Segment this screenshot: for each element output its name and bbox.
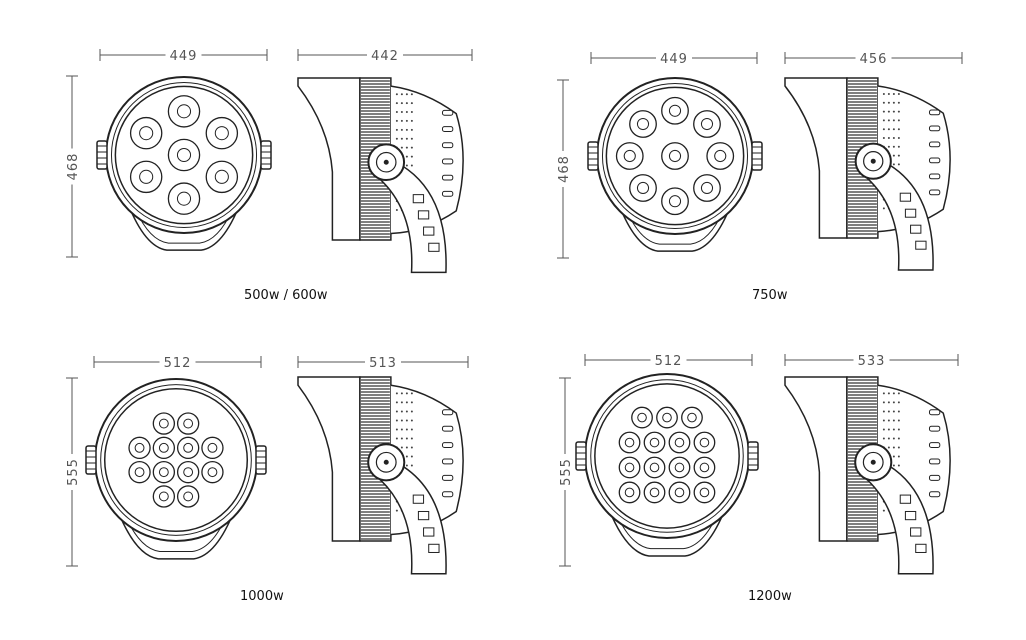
side-view-3 [297, 376, 464, 575]
dim-front-width-2: 449 [590, 52, 758, 67]
front-view-1-led [167, 95, 201, 128]
front-view-4-led [693, 456, 716, 479]
front-view-2-led [629, 110, 657, 138]
side-view-4 [784, 376, 951, 575]
front-view-3-led [128, 436, 151, 460]
front-view-1 [96, 76, 272, 251]
dim-front-width-4-label: 512 [655, 354, 683, 369]
side-view-1-hood [297, 77, 361, 241]
front-view-1-led [167, 182, 201, 215]
front-view-3-led [128, 460, 151, 484]
caption-panel-4: 1200w [748, 589, 792, 604]
dim-height-4-label: 555 [559, 458, 574, 486]
front-view-4 [575, 373, 759, 557]
dim-height-2: 468 [557, 79, 572, 259]
dim-height-3-label: 555 [66, 458, 81, 486]
front-view-3-led [152, 460, 176, 484]
front-view-4-right-knob [747, 441, 759, 471]
front-view-3-left-knob [85, 445, 97, 475]
dim-height-2-label: 468 [557, 155, 572, 183]
front-view-1-led [129, 116, 163, 150]
front-view-4-led [618, 431, 641, 454]
front-view-2-right-knob [751, 141, 763, 171]
front-view-1-led [167, 138, 201, 172]
front-view-4-led [631, 406, 653, 429]
front-view-2-led [615, 142, 644, 170]
dim-front-width-4: 512 [584, 354, 753, 369]
front-view-1-led [129, 160, 163, 194]
dim-side-width-1: 442 [297, 49, 473, 64]
front-view-1-yoke [127, 203, 241, 251]
front-view-4-housing [584, 373, 750, 539]
dim-height-1: 468 [66, 75, 81, 258]
front-view-3-led [201, 460, 224, 484]
front-view-2-led [661, 187, 689, 216]
front-view-4-led [643, 481, 666, 504]
front-view-2-led [661, 96, 689, 125]
front-view-4-led [693, 431, 716, 454]
front-view-2-left-knob [587, 141, 599, 171]
front-view-3-led [152, 436, 176, 460]
front-view-2-led [693, 110, 721, 138]
front-view-2-led [629, 174, 657, 202]
front-view-3-led [176, 485, 200, 508]
front-view-3-yoke [116, 509, 236, 560]
dim-front-width-1-label: 449 [170, 49, 198, 64]
front-view-4-led [668, 481, 691, 504]
front-view-4-led [618, 481, 641, 504]
front-view-1-right-knob [260, 140, 272, 170]
front-view-4-led [693, 481, 716, 504]
front-view-3-housing [94, 378, 258, 542]
side-view-1 [297, 77, 464, 274]
front-view-2-led [706, 142, 735, 170]
front-view-4-yoke [607, 506, 727, 557]
front-view-2-led [693, 174, 721, 202]
front-view-4-left-knob [575, 441, 587, 471]
dim-side-width-3-label: 513 [369, 356, 397, 371]
side-view-2-hood [784, 77, 848, 239]
dim-side-width-4-label: 533 [858, 354, 886, 369]
side-view-4-hood [784, 376, 848, 542]
dim-front-width-3: 512 [93, 356, 262, 371]
dim-side-width-4: 533 [784, 354, 959, 369]
front-view-3-led [201, 436, 224, 460]
front-view-4-led [668, 456, 691, 479]
front-view-3-right-knob [255, 445, 267, 475]
front-view-4-led [668, 431, 691, 454]
dim-height-3: 555 [66, 377, 81, 567]
front-view-3 [85, 378, 267, 560]
dim-side-width-3: 513 [297, 356, 469, 371]
side-view-2 [784, 77, 951, 271]
dim-front-width-3-label: 512 [164, 356, 192, 371]
front-view-3-led [176, 460, 200, 484]
front-view-1-led [205, 116, 239, 150]
front-view-3-led [152, 412, 176, 435]
front-view-2-led [661, 142, 689, 170]
front-view-4-led [681, 406, 703, 429]
dim-front-width-2-label: 449 [660, 52, 688, 67]
side-view-3-hood [297, 376, 361, 542]
front-view-4-led [656, 406, 678, 429]
dim-side-width-2: 456 [784, 52, 963, 67]
front-view-4-led [643, 456, 666, 479]
front-view-3-led [152, 485, 176, 508]
dim-height-4: 555 [559, 377, 574, 567]
front-view-3-led [176, 412, 200, 435]
dim-height-1-label: 468 [66, 153, 81, 181]
caption-panel-2: 750w [752, 288, 788, 303]
dim-side-width-2-label: 456 [860, 52, 888, 67]
front-view-1-left-knob [96, 140, 108, 170]
front-view-4-led [643, 431, 666, 454]
front-view-1-led [205, 160, 239, 194]
dim-front-width-1: 449 [99, 49, 268, 64]
front-view-3-led [176, 436, 200, 460]
dim-side-width-1-label: 442 [371, 49, 399, 64]
front-view-2 [587, 77, 763, 252]
front-view-4-led [618, 456, 641, 479]
front-view-2-yoke [618, 204, 732, 252]
caption-panel-1: 500w / 600w [244, 288, 328, 303]
caption-panel-3: 1000w [240, 589, 284, 604]
